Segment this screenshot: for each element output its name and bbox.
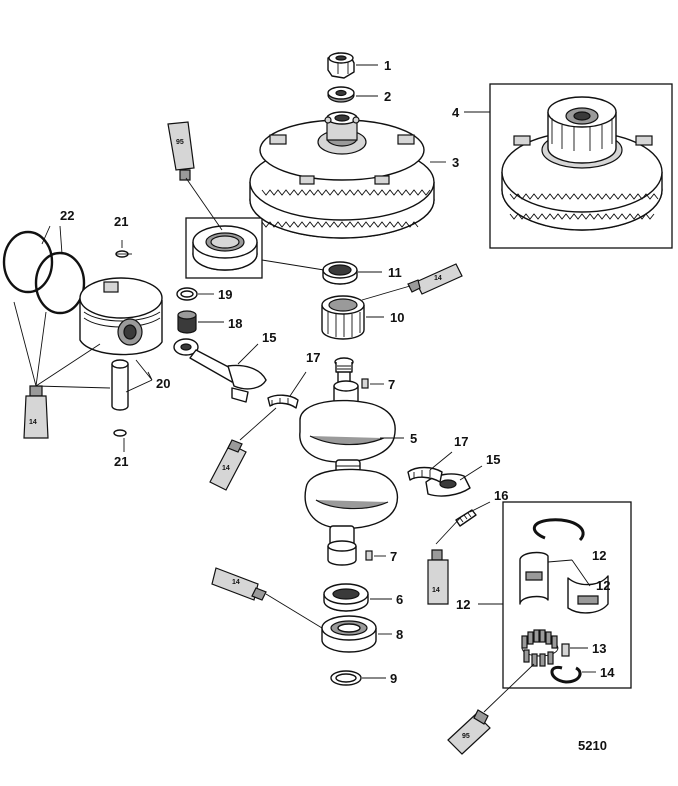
rod-bearing-half-upper: [267, 394, 299, 409]
bearing-race-half-upper: [519, 551, 549, 605]
callout-9: 9: [390, 671, 397, 686]
seal: [192, 225, 258, 271]
callout-7-upper: 7: [388, 377, 395, 392]
callout-12-race: 12: [596, 578, 610, 593]
svg-text:14: 14: [434, 275, 442, 282]
lower-ball-bearing: [321, 615, 377, 653]
callout-15-cap: 15: [486, 452, 500, 467]
lubricant-tube-95-top: 95: [167, 121, 195, 181]
rod-bolt: [455, 509, 477, 527]
roller-bearing-sleeve: [321, 295, 365, 340]
flywheel-nut: [327, 52, 355, 79]
thrust-washer-19: [176, 287, 198, 301]
callout-19: 19: [218, 287, 232, 302]
callout-15-rod: 15: [262, 330, 276, 345]
callout-11: 11: [388, 265, 402, 280]
svg-text:14: 14: [432, 587, 440, 594]
flywheel-washer: [327, 86, 355, 103]
seal-detail-box: [185, 217, 263, 279]
needle-roller-set: [521, 629, 559, 667]
callout-10: 10: [390, 310, 404, 325]
callout-17-lower: 17: [454, 434, 468, 449]
svg-text:95: 95: [176, 139, 184, 146]
upper-bearing: [322, 261, 358, 285]
leader-lines: [13, 64, 596, 713]
callout-12-kit: 12: [456, 597, 470, 612]
callout-17-upper: 17: [306, 350, 320, 365]
callout-4: 4: [452, 105, 460, 120]
callout-5: 5: [410, 431, 417, 446]
callout-6: 6: [396, 592, 403, 607]
connecting-rod: [173, 338, 267, 403]
bearing-race-half-lower: [567, 575, 609, 614]
callout-16: 16: [494, 488, 508, 503]
bearing-kit-ring-14: [550, 665, 582, 684]
bearing-roller-13: [561, 643, 570, 657]
lubricant-tube-14-bearing: 14: [407, 263, 463, 295]
callout-7-lower: 7: [390, 549, 397, 564]
callout-20: 20: [156, 376, 170, 391]
needle-bearing-18: [177, 310, 197, 334]
callout-14-ring: 14: [600, 665, 615, 680]
svg-text:14: 14: [232, 579, 240, 586]
piston: [79, 277, 163, 356]
flywheel-detail-inset-box: [489, 83, 673, 249]
pin-retainer-lower: [113, 429, 127, 437]
piston-rings: [2, 230, 86, 315]
callout-1: 1: [384, 58, 391, 73]
rod-bearing-half-lower: [407, 466, 443, 483]
svg-text:95: 95: [462, 733, 470, 740]
lubricant-tube-14-crank: 14: [211, 567, 267, 601]
lubricant-tube-95-bottom: 95: [447, 709, 491, 755]
callout-8: 8: [396, 627, 403, 642]
crankshaft: [299, 357, 399, 566]
bearing-kit-retainer-ring: [532, 518, 585, 542]
woodruff-key-upper: [361, 378, 369, 389]
svg-text:14: 14: [222, 465, 230, 472]
lubricant-tube-14-rod: 14: [209, 439, 247, 491]
bearing-kit-inset-box: [502, 501, 632, 689]
svg-text:14: 14: [29, 419, 37, 426]
lower-seal: [323, 583, 369, 612]
retaining-ring-9: [330, 670, 362, 686]
callout-22: 22: [60, 208, 74, 223]
lubricant-tube-14-cap: 14: [427, 549, 449, 605]
figure-number: 5210: [578, 738, 607, 753]
callout-12-ring: 12: [592, 548, 606, 563]
callout-labels: 1 2 3 4 5 6 7 7 8 9 10 11 12 12 12 13 14…: [60, 58, 615, 686]
flywheel: [249, 111, 435, 239]
callout-18: 18: [228, 316, 242, 331]
wrist-pin: [111, 359, 129, 411]
flywheel-underside: [501, 96, 663, 231]
callout-21-upper: 21: [114, 214, 128, 229]
callout-21-lower: 21: [114, 454, 128, 469]
woodruff-key-lower: [365, 550, 373, 561]
callout-3: 3: [452, 155, 459, 170]
callout-2: 2: [384, 89, 391, 104]
callout-13: 13: [592, 641, 606, 656]
lubricant-tube-14-piston: 14: [23, 385, 49, 439]
